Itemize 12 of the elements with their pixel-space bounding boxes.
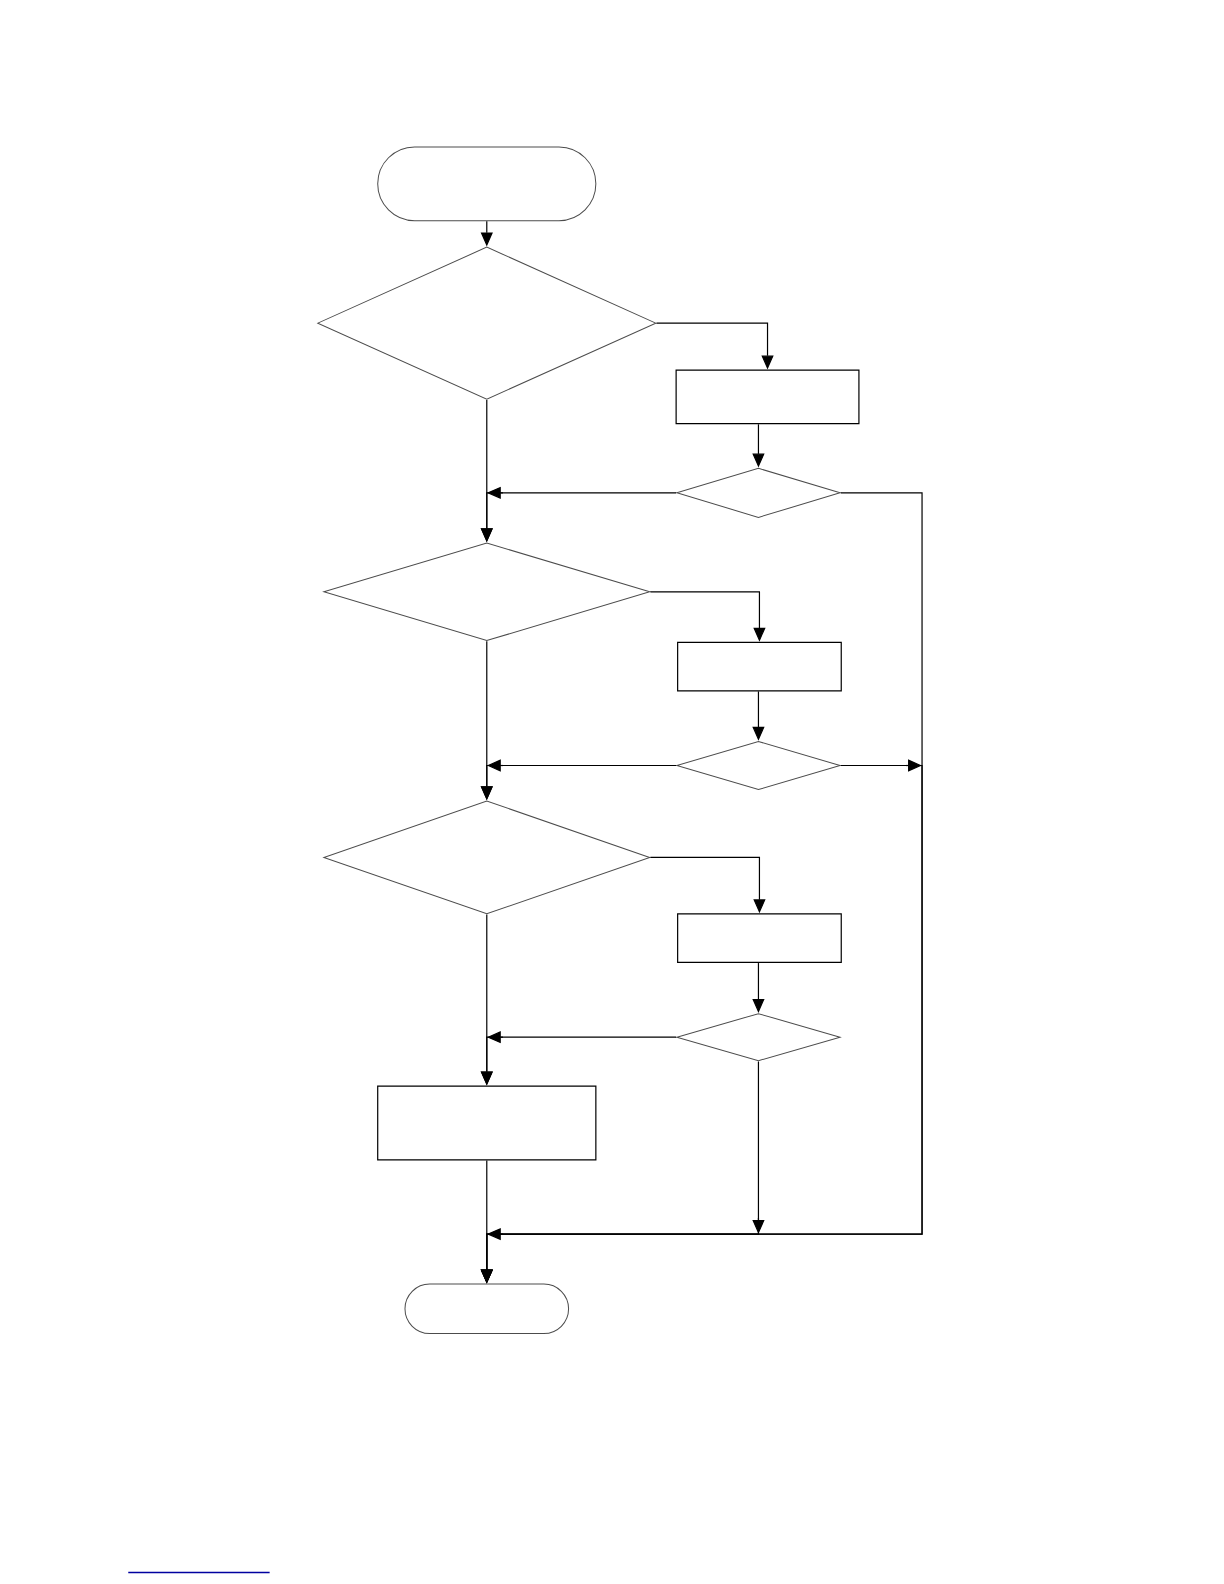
decision-diamond: [323, 542, 651, 642]
terminal-shape: [404, 1283, 570, 1335]
decision-diamond: [323, 800, 651, 915]
decision-diamond: [676, 467, 841, 518]
process-box: [675, 369, 860, 425]
process-box: [677, 641, 842, 692]
decision-diamond: [676, 740, 841, 791]
process-box: [677, 913, 842, 964]
process-box: [377, 1085, 597, 1161]
decision-diamond: [317, 246, 657, 400]
terminal-shape: [377, 146, 597, 222]
decision-diamond: [676, 1013, 841, 1062]
